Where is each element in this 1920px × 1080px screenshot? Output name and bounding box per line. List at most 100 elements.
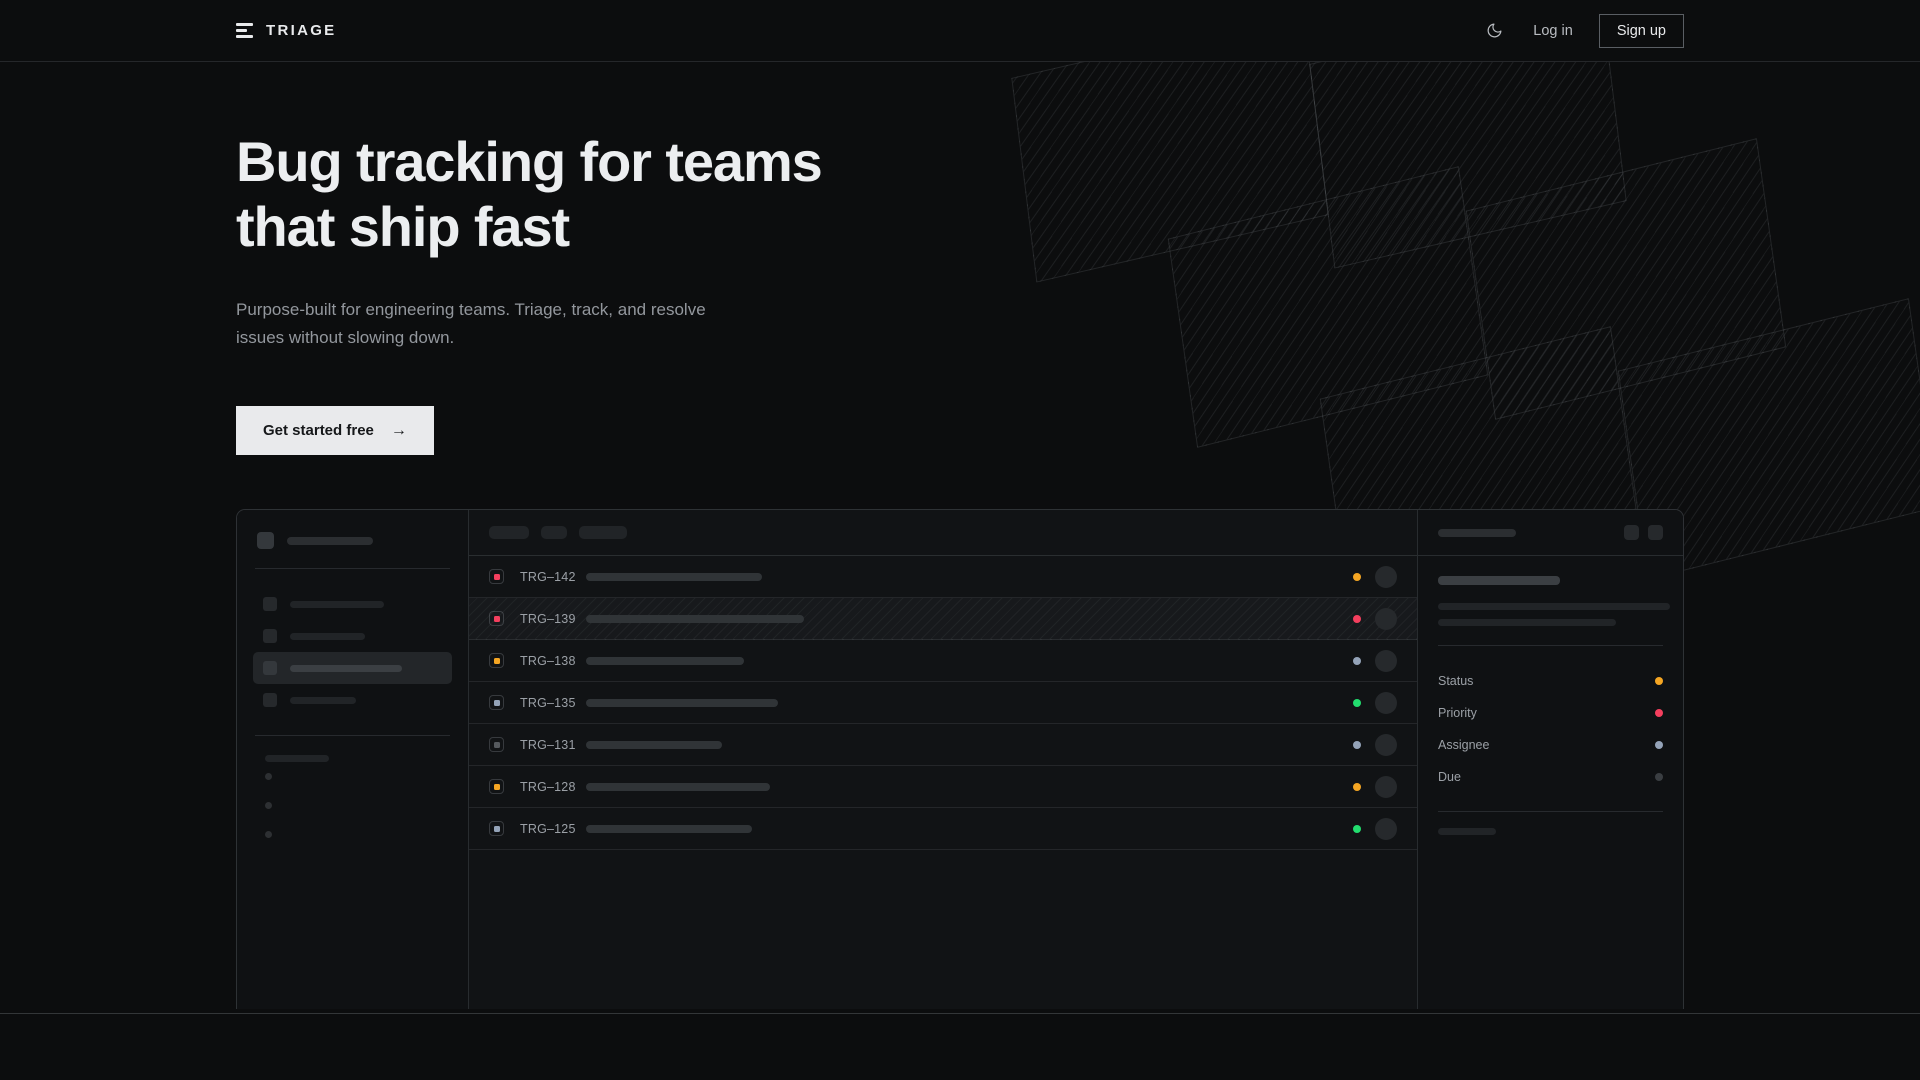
meta-label: Assignee xyxy=(1438,738,1490,752)
workspace-name-skeleton xyxy=(287,536,373,545)
hero-title-line-1: Bug tracking for teams xyxy=(236,130,823,193)
hero-subtitle: Purpose-built for engineering teams. Tri… xyxy=(236,296,706,352)
login-link[interactable]: Log in xyxy=(1533,22,1573,39)
sidebar-nav-label-skeleton xyxy=(290,632,365,640)
assignee-avatar xyxy=(1375,691,1397,714)
sidebar-nav-label-skeleton xyxy=(290,664,402,672)
status-dot-icon xyxy=(1353,572,1361,581)
detail-meta-due[interactable]: Due xyxy=(1438,761,1663,793)
meta-value-dot-icon xyxy=(1655,677,1663,685)
hero-subtitle-line-1: Purpose-built for engineering teams. Tri… xyxy=(236,299,647,319)
workspace-switcher[interactable] xyxy=(253,528,452,549)
sidebar-project-list xyxy=(253,762,452,849)
issue-row-meta xyxy=(1333,733,1397,756)
issue-row[interactable]: TRG–139 xyxy=(469,598,1417,640)
sidebar-project-item-2[interactable] xyxy=(253,820,452,849)
issue-row[interactable]: TRG–131 xyxy=(469,724,1417,766)
detail-description-skeletons xyxy=(1438,603,1670,626)
project-dot-icon xyxy=(265,802,272,809)
moon-icon[interactable] xyxy=(1481,18,1507,44)
meta-label: Priority xyxy=(1438,706,1477,720)
issue-key: TRG–131 xyxy=(520,737,576,752)
status-dot-icon xyxy=(1353,698,1361,707)
issue-title-skeleton xyxy=(586,614,804,623)
issue-key: TRG–138 xyxy=(520,653,576,668)
issue-key: TRG–128 xyxy=(520,779,576,794)
issue-title-skeleton xyxy=(586,698,778,707)
get-started-label: Get started free xyxy=(263,422,374,439)
issue-row-meta xyxy=(1333,775,1397,798)
brand-logo[interactable]: TRIAGE xyxy=(236,22,336,39)
assignee-avatar xyxy=(1375,817,1397,840)
priority-icon xyxy=(489,611,504,626)
sidebar-divider xyxy=(255,735,450,736)
issue-row-meta xyxy=(1333,817,1397,840)
comment-item-0 xyxy=(1438,849,1663,865)
sidebar-nav-label-skeleton xyxy=(290,600,384,608)
issue-row-meta xyxy=(1333,607,1397,630)
detail-action-button-1[interactable] xyxy=(1648,525,1663,540)
issue-title-skeleton xyxy=(586,782,770,791)
issue-row[interactable]: TRG–128 xyxy=(469,766,1417,808)
detail-heading-skeleton xyxy=(1438,576,1560,585)
sidebar-project-item-1[interactable] xyxy=(253,791,452,820)
status-dot-icon xyxy=(1353,782,1361,791)
detail-panel-header xyxy=(1418,510,1683,556)
detail-action-button-0[interactable] xyxy=(1624,525,1639,540)
get-started-button[interactable]: Get started free → xyxy=(236,406,434,455)
sidebar-nav-label-skeleton xyxy=(290,696,356,704)
priority-icon xyxy=(489,695,504,710)
issue-key: TRG–135 xyxy=(520,695,576,710)
priority-icon xyxy=(489,779,504,794)
page-title: Bug tracking for teams that ship fast xyxy=(236,130,876,260)
sidebar-nav-item-3[interactable] xyxy=(253,684,452,716)
issue-row[interactable]: TRG–125 xyxy=(469,808,1417,850)
detail-divider xyxy=(1438,811,1663,812)
meta-label: Status xyxy=(1438,674,1474,688)
meta-value-dot-icon xyxy=(1655,741,1663,749)
sidebar-nav-item-0[interactable] xyxy=(253,588,452,620)
page-bottom-divider xyxy=(0,1013,1920,1014)
issue-row-meta xyxy=(1333,649,1397,672)
sidebar-project-item-0[interactable] xyxy=(253,762,452,791)
top-navigation-bar: TRIAGE Log in Sign up xyxy=(0,0,1920,62)
comments-label-skeleton xyxy=(1438,828,1496,835)
toolbar-chip-2[interactable] xyxy=(579,526,627,539)
signup-button[interactable]: Sign up xyxy=(1598,13,1684,48)
issue-row[interactable]: TRG–138 xyxy=(469,640,1417,682)
detail-meta-priority[interactable]: Priority xyxy=(1438,697,1663,729)
status-dot-icon xyxy=(1353,614,1361,623)
sidebar-nav-item-1[interactable] xyxy=(253,620,452,652)
toolbar-chip-1[interactable] xyxy=(541,526,567,539)
detail-title-skeleton xyxy=(1438,528,1516,537)
toolbar-chip-0[interactable] xyxy=(489,526,529,539)
sidebar-divider xyxy=(255,568,450,569)
hero-section: Bug tracking for teams that ship fast Pu… xyxy=(0,62,1920,455)
comment-item-1 xyxy=(1438,865,1663,881)
issue-list-toolbar xyxy=(469,510,1417,556)
issue-row-meta xyxy=(1333,691,1397,714)
issue-row[interactable]: TRG–142 xyxy=(469,556,1417,598)
workspace-avatar xyxy=(257,532,274,549)
nav-actions: Log in Sign up xyxy=(1481,13,1684,48)
detail-meta-status[interactable]: Status xyxy=(1438,665,1663,697)
assignee-avatar xyxy=(1375,565,1397,588)
priority-icon xyxy=(489,737,504,752)
arrow-right-icon: → xyxy=(390,421,407,439)
issue-key: TRG–125 xyxy=(520,821,576,836)
sidebar-nav-icon xyxy=(263,629,277,643)
status-dot-icon xyxy=(1353,656,1361,665)
issue-row[interactable]: TRG–135 xyxy=(469,682,1417,724)
issue-title-skeleton xyxy=(586,740,722,749)
sidebar-nav-item-2[interactable] xyxy=(253,652,452,684)
detail-meta-assignee[interactable]: Assignee xyxy=(1438,729,1663,761)
sidebar-section-label xyxy=(265,755,440,762)
project-dot-icon xyxy=(265,773,272,780)
section-label-skeleton xyxy=(265,755,329,762)
meta-label: Due xyxy=(1438,770,1461,784)
assignee-avatar xyxy=(1375,775,1397,798)
